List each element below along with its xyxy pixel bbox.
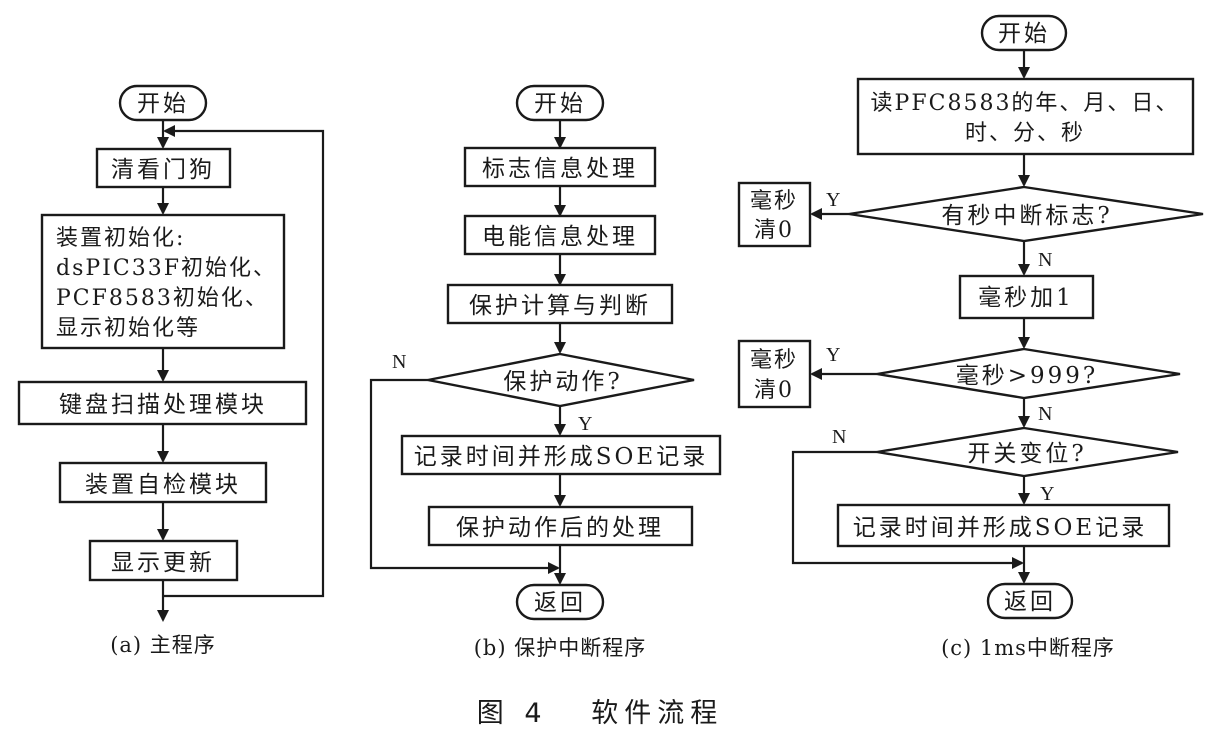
protection-interrupt-flowchart: 开始 标志信息处理 电能信息处理 保护计算与判断 保护动作? N Y 记录时间并… [369, 84, 722, 660]
init-label-line4: 显示初始化等 [56, 316, 200, 341]
flag-info-step [463, 146, 657, 188]
read-rtc-label-line2: 时、分、秒 [965, 121, 1085, 146]
switch-change-decision [876, 426, 1179, 478]
return-terminal [515, 583, 605, 621]
post-action-label: 保护动作后的处理 [456, 515, 664, 541]
decision2-no-label: N [1038, 403, 1052, 425]
post-action-step [427, 505, 694, 547]
main-program-caption: (a) 主程序 [110, 633, 216, 657]
figure-title: 图 4 软件流程 [477, 698, 724, 729]
start-label: 开始 [137, 91, 189, 117]
start-terminal [980, 14, 1068, 52]
energy-info-label: 电能信息处理 [482, 224, 638, 250]
ms-clear-2-line1: 毫秒 [750, 348, 798, 373]
loop-back-connector [163, 125, 325, 598]
start-terminal [515, 84, 605, 122]
protection-action-label: 保护动作? [503, 369, 622, 395]
ms-interrupt-flowchart: 开始 读PFC8583的年、月、日、 时、分、秒 有秒中断标志? Y N 毫秒 … [737, 14, 1204, 660]
init-label-line2: dsPIC33F初始化、 [56, 256, 277, 281]
watchdog-step [95, 147, 232, 189]
ms-clear-1-line2: 清0 [754, 218, 794, 243]
ms-clear-step-2 [737, 339, 812, 409]
ms-increment-label: 毫秒加1 [978, 285, 1074, 311]
init-step [40, 213, 286, 350]
display-update-step [88, 539, 239, 582]
read-rtc-step [856, 77, 1195, 156]
return-label: 返回 [1004, 589, 1056, 615]
ms-clear-2-line2: 清0 [754, 378, 794, 403]
second-interrupt-label: 有秒中断标志? [941, 203, 1112, 229]
watchdog-label: 清看门狗 [111, 157, 215, 183]
record-soe-label: 记录时间并形成SOE记录 [414, 444, 708, 470]
return-terminal [986, 582, 1074, 620]
start-terminal [118, 84, 208, 122]
init-label-line3: PCF8583初始化、 [56, 286, 269, 311]
record-soe-step [836, 503, 1171, 548]
start-label: 开始 [998, 21, 1050, 47]
ms-overflow-decision [876, 347, 1181, 400]
decision2-yes-label: Y [826, 344, 840, 366]
ms-clear-step-1 [737, 181, 812, 248]
keyboard-scan-step [17, 380, 308, 426]
no-branch-connector [369, 378, 560, 574]
protection-action-decision [427, 352, 695, 408]
return-label: 返回 [534, 590, 586, 616]
keyboard-scan-label: 键盘扫描处理模块 [59, 392, 267, 418]
read-rtc-label-line1: 读PFC8583的年、月、日、 [871, 91, 1180, 116]
decision3-no-label: N [832, 426, 846, 448]
ms-overflow-label: 毫秒>999? [956, 363, 1099, 389]
main-program-flowchart: 开始 清看门狗 装置初始化: dsPIC33F初始化、 PCF8583初始化、 … [17, 84, 325, 657]
display-update-label: 显示更新 [111, 550, 215, 576]
decision3-yes-label: Y [1040, 483, 1054, 505]
self-check-step [58, 461, 268, 504]
no-branch-connector [791, 450, 1024, 569]
decision1-no-label: N [1038, 249, 1052, 271]
record-soe-step [400, 434, 722, 476]
protection-calc-step [446, 283, 674, 325]
self-check-label: 装置自检模块 [85, 472, 241, 498]
protection-calc-label: 保护计算与判断 [469, 293, 651, 319]
decision1-yes-label: Y [826, 189, 840, 211]
protection-interrupt-caption: (b) 保护中断程序 [474, 636, 647, 660]
yes-label: Y [578, 413, 592, 435]
no-label: N [392, 351, 406, 373]
energy-info-step [463, 214, 657, 256]
switch-change-label: 开关变位? [967, 441, 1086, 467]
ms-interrupt-caption: (c) 1ms中断程序 [941, 636, 1115, 660]
start-label: 开始 [534, 91, 586, 117]
ms-clear-1-line1: 毫秒 [750, 189, 798, 214]
second-interrupt-decision [848, 185, 1204, 243]
ms-increment-step [958, 274, 1095, 320]
init-label-line1: 装置初始化: [56, 226, 185, 251]
record-soe-label: 记录时间并形成SOE记录 [853, 515, 1147, 541]
flag-info-label: 标志信息处理 [482, 156, 638, 182]
